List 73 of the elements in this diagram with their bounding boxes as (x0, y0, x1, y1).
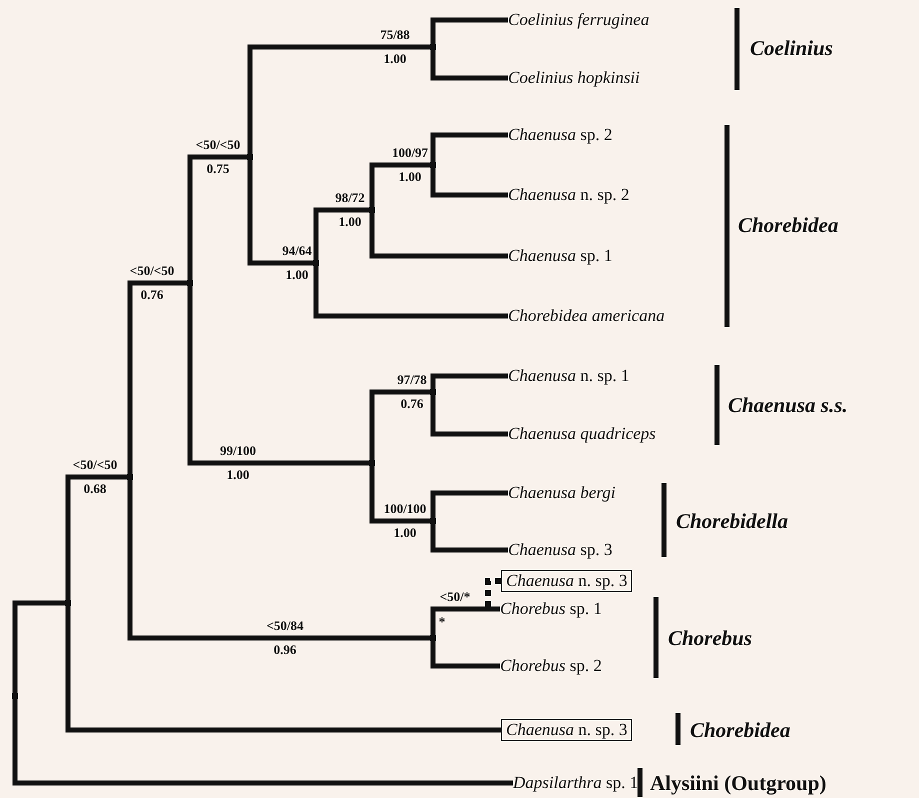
support-value: 75/88 (380, 28, 410, 42)
tree-branch (430, 606, 500, 635)
taxon-label: Chaenusa sp. 2 (508, 124, 612, 146)
tree-branch (370, 162, 430, 207)
support-value: 1.00 (384, 52, 406, 66)
support-value: <50/<50 (196, 138, 240, 152)
taxon-label: Chaenusa sp. 1 (508, 245, 612, 267)
tree-branch (370, 466, 430, 524)
support-value: <50/<50 (130, 264, 174, 278)
highlighted-taxon-label: Chaenusa n. sp. 3 (501, 719, 632, 741)
taxon-label: Chaenusa sp. 3 (508, 539, 612, 561)
tree-branch (12, 699, 513, 786)
tree-branch (66, 606, 501, 732)
support-value: 0.68 (84, 482, 106, 496)
tree-branch (188, 286, 369, 466)
support-value: <50/<50 (72, 458, 118, 472)
taxon-label: Chaenusa quadriceps (508, 423, 656, 445)
taxon-label: Coelinius hopkinsii (508, 67, 640, 89)
clade-name: Chorebidea (738, 213, 838, 237)
tree-branch (66, 474, 127, 600)
clade-name: Chaenusa s.s. (728, 393, 848, 417)
support-value: 98/72 (335, 191, 365, 205)
tree-branch (430, 132, 508, 162)
tree-branch (188, 154, 247, 280)
support-value: 0.76 (140, 288, 164, 302)
tree-branch (314, 266, 508, 318)
tree-branch (12, 600, 65, 693)
taxon-label: Dapsilarthra sp. 1 (513, 772, 638, 794)
taxon-label: Chorebidea americana (508, 305, 665, 327)
support-value: 97/78 (397, 373, 427, 387)
support-value: * (438, 615, 446, 629)
support-value: 1.00 (394, 526, 416, 540)
support-value: 100/100 (384, 502, 426, 516)
support-value: 1.00 (398, 170, 422, 184)
tree-branch (314, 208, 369, 260)
tree-branch (248, 160, 313, 266)
tree-branch (430, 50, 508, 80)
taxon-label: Coelinius ferruginea (508, 9, 650, 31)
tree-branch (430, 395, 508, 436)
clade-name: Alysiini (Outgroup) (650, 771, 826, 795)
clade-name: Chorebidea (690, 718, 790, 742)
tree-branch (128, 480, 430, 640)
taxon-label: Chaenusa bergi (508, 482, 616, 504)
tree-branch (430, 641, 500, 668)
tree-branch (430, 168, 508, 198)
support-value: <50/84 (266, 619, 304, 633)
clade-name: Chorebus (668, 626, 752, 650)
clade-name: Coelinius (750, 36, 833, 60)
tree-branch (248, 44, 430, 154)
tree-branch (430, 490, 508, 518)
taxon-label: Chaenusa n. sp. 1 (508, 365, 630, 387)
support-value: 99/100 (220, 444, 256, 458)
taxon-label: Chorebus sp. 1 (500, 598, 602, 620)
tree-branch (128, 280, 187, 474)
clade-name: Chorebidella (676, 509, 788, 533)
support-value: 1.00 (226, 468, 250, 482)
tree-branch (430, 18, 508, 44)
tree-branch (430, 374, 508, 389)
support-value: <50/* (440, 590, 470, 604)
taxon-label: Chorebus sp. 2 (500, 655, 602, 677)
support-value: 1.00 (286, 268, 308, 282)
support-value: 100/97 (392, 146, 428, 160)
support-value: 0.75 (206, 162, 230, 176)
highlighted-taxon-label: Chaenusa n. sp. 3 (501, 570, 632, 592)
support-value: 0.96 (274, 643, 296, 657)
support-value: 0.76 (400, 397, 424, 411)
tree-branch (370, 390, 430, 460)
tree-branch (430, 524, 508, 552)
dotted-branch (485, 578, 501, 607)
taxon-label: Chaenusa n. sp. 2 (508, 184, 630, 206)
support-value: 94/64 (282, 244, 312, 258)
tree-branch (370, 213, 508, 258)
support-value: 1.00 (338, 215, 362, 229)
